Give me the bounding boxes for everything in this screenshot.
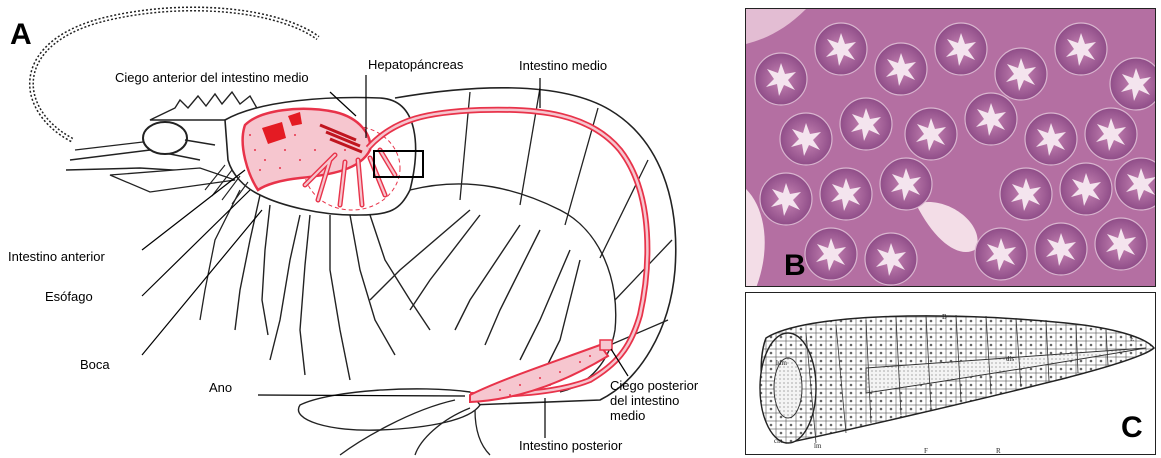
tubule-illustration: lum dis B E cm lm F R bbox=[746, 293, 1156, 455]
svg-text:lum: lum bbox=[776, 359, 787, 367]
svg-text:lm: lm bbox=[814, 442, 822, 450]
svg-text:R: R bbox=[996, 447, 1001, 455]
label-intestino-anterior: Intestino anterior bbox=[8, 249, 105, 264]
label-intestino-posterior: Intestino posterior bbox=[519, 438, 622, 453]
label-intestino-medio: Intestino medio bbox=[519, 58, 607, 73]
histology-image bbox=[746, 9, 1156, 287]
svg-text:cm: cm bbox=[774, 437, 783, 445]
panel-letter-c: C bbox=[1121, 411, 1143, 445]
panel-letter-b: B bbox=[784, 249, 806, 283]
panel-b-histology: B bbox=[745, 8, 1156, 287]
svg-text:F: F bbox=[924, 447, 928, 455]
panel-a-shrimp-diagram: A Ciego anterior del intestino medio Hep… bbox=[0, 0, 740, 458]
label-ciego-anterior: Ciego anterior del intestino medio bbox=[115, 70, 309, 85]
label-hepatopancreas: Hepatopáncreas bbox=[368, 57, 463, 72]
label-ciego-posterior: Ciego posterior del intestino medio bbox=[610, 378, 698, 423]
svg-text:dis: dis bbox=[1006, 355, 1014, 363]
panel-c-tubule-drawing: lum dis B E cm lm F R C bbox=[745, 292, 1156, 455]
panel-letter-a: A bbox=[10, 18, 32, 52]
label-esofago: Esófago bbox=[45, 289, 93, 304]
label-boca: Boca bbox=[80, 357, 110, 372]
svg-text:B: B bbox=[942, 313, 947, 321]
svg-text:E: E bbox=[1130, 335, 1134, 343]
label-ano: Ano bbox=[209, 380, 232, 395]
